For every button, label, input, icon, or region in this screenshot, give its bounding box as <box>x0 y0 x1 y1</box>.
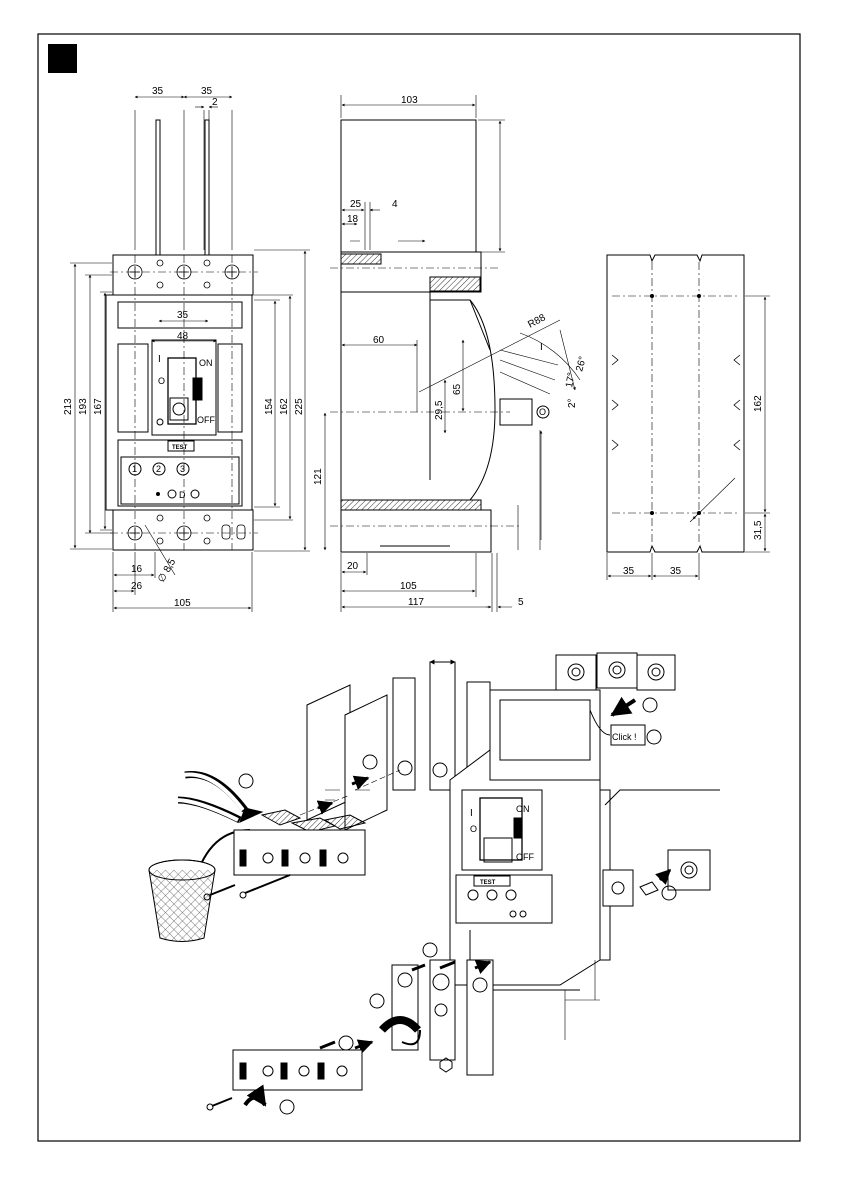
dim-121: 121 <box>313 468 324 485</box>
dim-60: 60 <box>373 335 385 346</box>
knob-label-3: 3 <box>180 464 185 474</box>
dim-18: 18 <box>347 214 359 225</box>
dim-167: 167 <box>93 398 104 415</box>
test-button-label: TEST <box>172 445 188 451</box>
switch-off-label: OFF <box>197 415 215 425</box>
dim-193: 193 <box>78 398 89 415</box>
dim-35-left: 35 <box>152 86 164 97</box>
bottom-letter: D <box>179 490 186 500</box>
dim-103: 103 <box>401 95 418 106</box>
dim-35-template-left: 35 <box>623 566 635 577</box>
dim-117: 117 <box>408 597 424 608</box>
dim-35-right: 35 <box>201 86 213 97</box>
switch-on-label: ON <box>199 358 213 368</box>
angle-2: 2° <box>567 398 578 408</box>
dim-225: 225 <box>294 398 305 415</box>
side-mark-i: I <box>540 342 543 353</box>
assembly-mark-o: O <box>470 824 477 834</box>
page-frame <box>38 34 800 1141</box>
angle-17: 17° <box>564 372 577 389</box>
dim-35-template-right: 35 <box>670 566 682 577</box>
side-mark-o: O <box>539 407 546 417</box>
assembly-switch-on: ON <box>516 804 530 814</box>
assembly-test-label: TEST <box>480 880 496 886</box>
dim-105-front: 105 <box>174 598 191 609</box>
mark-o: O <box>158 376 165 386</box>
dim-162-front: 162 <box>279 398 290 415</box>
dim-2: 2 <box>212 97 218 108</box>
dim-4: 4 <box>392 199 398 210</box>
dim-inner-35: 35 <box>177 310 189 321</box>
dim-48: 48 <box>177 331 189 342</box>
angle-26: 26° <box>574 355 589 372</box>
dim-5: 5 <box>518 597 524 608</box>
assembly-illustration <box>149 653 720 1114</box>
side-view-labels: 103 25 4 18 60 65 29,5 121 20 105 117 5 … <box>313 95 589 608</box>
front-view <box>70 97 310 612</box>
drill-template <box>607 255 770 580</box>
side-view <box>325 95 580 612</box>
knob-label-1: 1 <box>132 464 137 474</box>
drill-template-labels: 162 31,5 35 35 <box>623 395 764 577</box>
dim-29-5: 29,5 <box>434 400 445 420</box>
dim-26: 26 <box>131 581 143 592</box>
dim-hole-diameter: ∅ 8,5 <box>156 557 178 585</box>
dim-25: 25 <box>350 199 362 210</box>
dim-105-side: 105 <box>400 581 417 592</box>
knob-label-2: 2 <box>156 464 161 474</box>
dim-65: 65 <box>452 383 463 395</box>
dim-213: 213 <box>63 398 74 415</box>
dim-16: 16 <box>131 564 143 575</box>
dim-154: 154 <box>264 398 275 415</box>
assembly-mark-i: I <box>470 808 473 819</box>
assembly-switch-off: OFF <box>516 852 534 862</box>
dim-20: 20 <box>347 561 359 572</box>
mark-i: I <box>158 354 161 365</box>
dim-162-template: 162 <box>753 395 764 412</box>
click-label: Click ! <box>612 732 637 742</box>
section-marker-square <box>48 44 77 73</box>
dim-31-5: 31,5 <box>753 520 764 540</box>
